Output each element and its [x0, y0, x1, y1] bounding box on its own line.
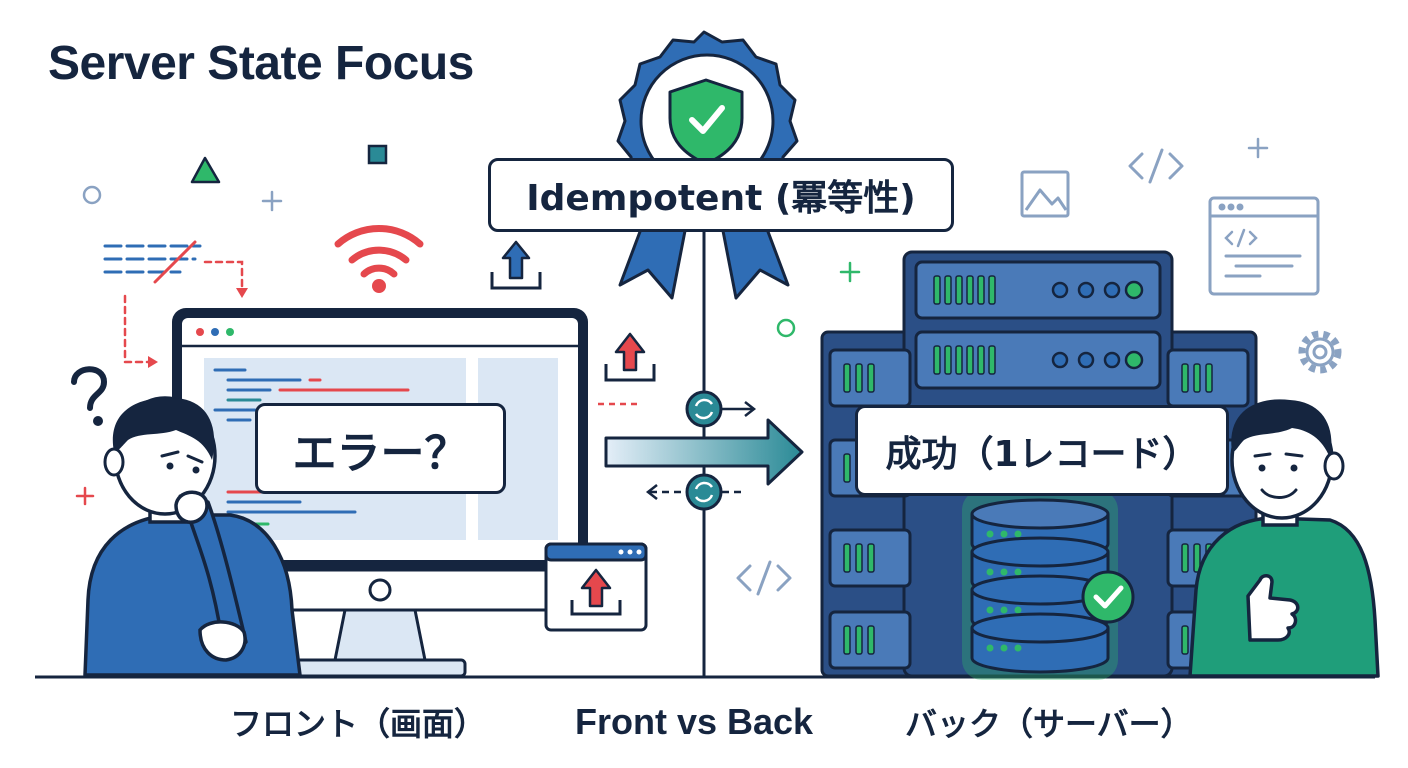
circle-deco	[82, 185, 102, 205]
plus-deco-red	[75, 486, 95, 506]
monitor-base	[293, 658, 467, 678]
monitor-neck	[333, 608, 427, 662]
sync-icon	[685, 390, 757, 428]
code-window-icon	[1208, 196, 1320, 296]
code-lines-deco	[103, 240, 248, 368]
backend-caption: バック（サーバー）	[905, 705, 1193, 743]
backend-success-message: 成功（1レコード）	[855, 405, 1229, 496]
wifi-icon	[334, 225, 424, 293]
main-arrow	[604, 418, 804, 486]
database-disc	[970, 612, 1110, 674]
sync-icon-return	[645, 473, 744, 511]
square-deco	[367, 144, 388, 165]
screen-code-lines	[213, 368, 410, 526]
happy-person	[1188, 399, 1380, 678]
frontend-error-message: エラー？	[255, 403, 506, 494]
plus-deco	[261, 190, 283, 212]
side-server-unit	[1166, 348, 1250, 408]
database-icon	[962, 490, 1135, 680]
frontend-caption: フロント（画面）	[230, 705, 487, 743]
idempotent-label: Idempotent (冪等性)	[488, 158, 954, 232]
question-mark-icon	[71, 366, 108, 426]
server-unit	[914, 330, 1162, 390]
check-circle-icon	[1081, 570, 1135, 624]
upload-icon	[490, 240, 542, 290]
gear-icon	[1298, 330, 1342, 374]
side-server-unit	[828, 610, 912, 670]
plus-deco-green	[839, 261, 861, 283]
center-caption: Front vs Back	[575, 701, 814, 742]
plus-deco-right	[1247, 137, 1269, 159]
triangle-deco	[190, 156, 221, 184]
server-unit	[914, 260, 1162, 320]
side-server-unit	[828, 528, 912, 588]
thinking-person	[83, 396, 302, 677]
code-icon-lower	[736, 560, 792, 596]
circle-deco-green	[776, 318, 796, 338]
code-icon	[1128, 148, 1184, 184]
image-icon	[1020, 170, 1070, 218]
side-server-unit	[828, 348, 912, 408]
upload-icon-red	[604, 332, 656, 382]
upload-window	[544, 542, 648, 632]
diagram-title: Server State Focus	[48, 37, 474, 90]
